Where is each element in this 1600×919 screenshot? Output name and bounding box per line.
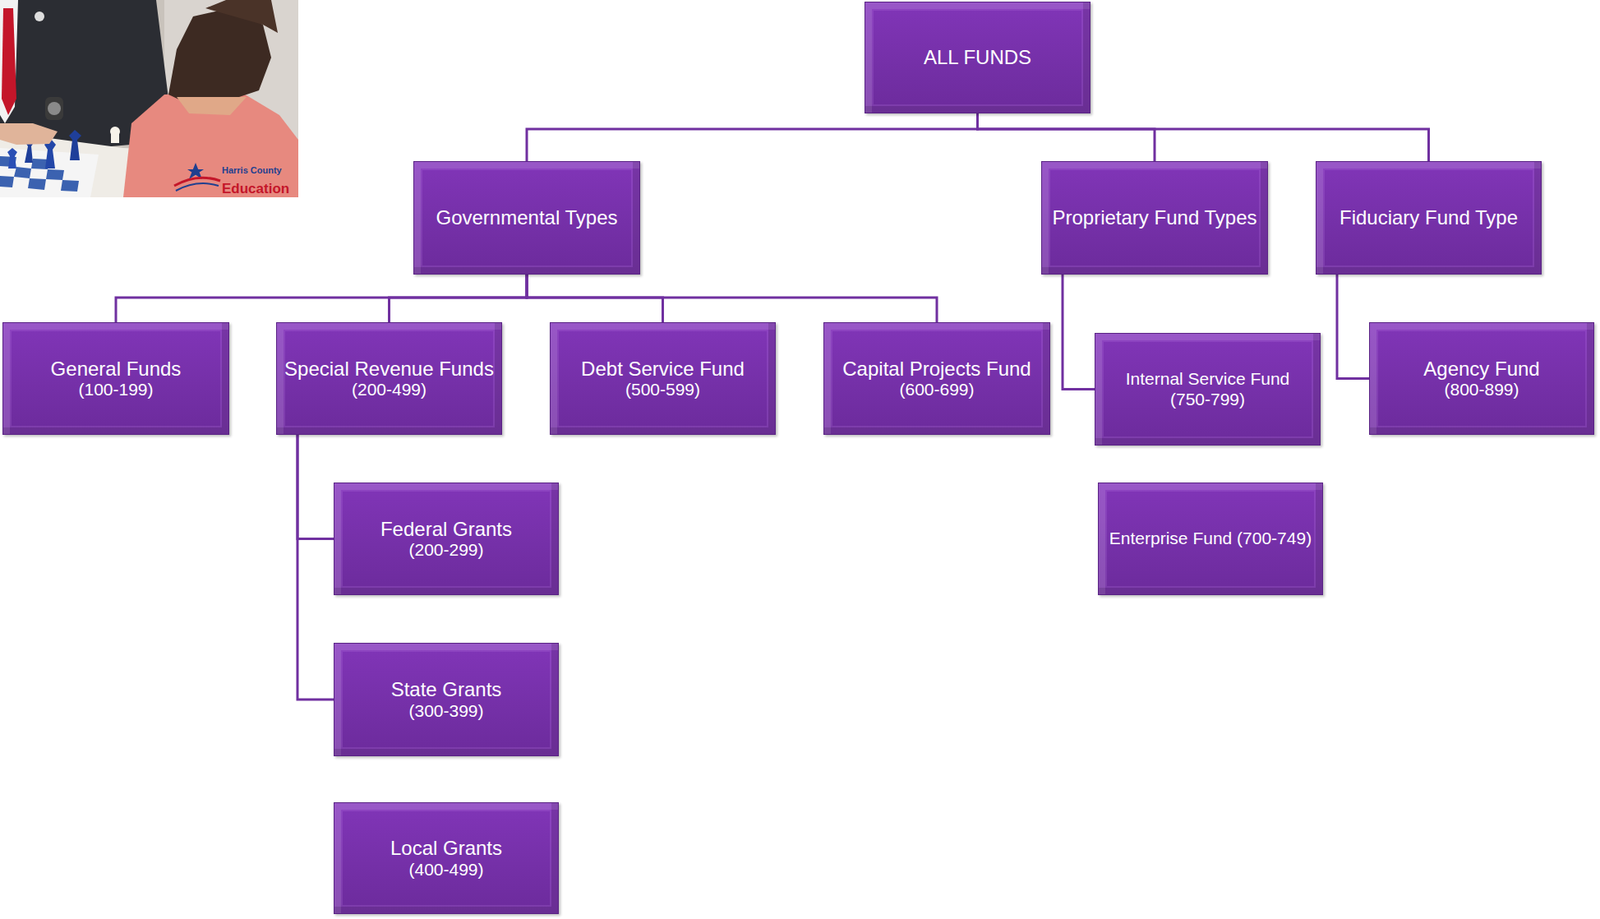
- connector: [977, 113, 1156, 162]
- player-back: [123, 0, 299, 198]
- connector: [526, 274, 937, 323]
- connector: [1062, 274, 1095, 390]
- fund-name: Fiduciary Fund Type: [1339, 206, 1518, 230]
- fund-name: Internal Service Fund: [1125, 368, 1291, 389]
- fund-range: (100-199): [78, 379, 153, 400]
- logo-swoosh: [175, 183, 219, 191]
- fund-range: (200-499): [351, 379, 427, 400]
- fund-range: (500-599): [625, 379, 701, 400]
- fund-name: Capital Projects Fund: [842, 357, 1031, 381]
- fund-box: Governmental Types: [413, 161, 641, 275]
- photo-ground: [0, 0, 299, 198]
- fund-box: Proprietary Fund Types: [1041, 161, 1269, 275]
- fund-box: Internal Service Fund(750-799): [1094, 332, 1321, 446]
- logo-text: Harris County: [221, 165, 282, 176]
- connector: [115, 274, 527, 323]
- fund-name: Federal Grants: [380, 517, 512, 541]
- fund-name: ALL FUNDS: [923, 46, 1032, 70]
- fund-range: (600-699): [899, 379, 974, 400]
- connector: [297, 434, 334, 700]
- fund-box: Debt Service Fund(500-599): [549, 322, 776, 435]
- tie: [1, 8, 17, 116]
- connector: [297, 434, 334, 540]
- fund-name: Special Revenue Funds: [284, 357, 494, 381]
- fund-name: State Grants: [391, 677, 503, 701]
- fund-range: (800-899): [1443, 379, 1519, 400]
- fund-name: Proprietary Fund Types: [1051, 206, 1257, 230]
- connector: [977, 113, 1430, 162]
- fund-name: General Funds: [50, 357, 182, 381]
- connector: [526, 113, 978, 162]
- hand: [0, 96, 64, 145]
- fund-box: ALL FUNDS: [864, 1, 1091, 114]
- fund-box: Local Grants(400-499): [333, 802, 559, 914]
- fund-box: Special Revenue Funds(200-499): [276, 322, 503, 435]
- connector: [389, 274, 528, 323]
- lapel-pin: [34, 11, 45, 22]
- fund-range: (200-299): [408, 539, 484, 560]
- fund-name: Local Grants: [390, 836, 503, 860]
- fund-box: Agency Fund(800-899): [1369, 322, 1595, 435]
- fund-box: Federal Grants(200-299): [333, 482, 559, 595]
- fund-box: Capital Projects Fund(600-699): [823, 322, 1051, 435]
- connector: [1337, 274, 1370, 379]
- logo-text: Education: [221, 180, 290, 198]
- shirt: [0, 0, 19, 124]
- fund-name: Agency Fund: [1423, 357, 1540, 381]
- fund-name: Governmental Types: [435, 206, 618, 230]
- fund-range: (300-399): [408, 700, 484, 721]
- fund-box: Fiduciary Fund Type: [1315, 161, 1542, 275]
- fund-box: Enterprise Fund (700-749): [1097, 482, 1324, 595]
- fund-name: Enterprise Fund (700-749): [1109, 528, 1312, 549]
- fund-name: Debt Service Fund: [580, 357, 745, 381]
- fund-box: State Grants(300-399): [333, 642, 559, 757]
- fund-range: (750-799): [1170, 389, 1245, 410]
- fund-box: General Funds(100-199): [2, 322, 230, 435]
- fund-range: (400-499): [408, 859, 484, 880]
